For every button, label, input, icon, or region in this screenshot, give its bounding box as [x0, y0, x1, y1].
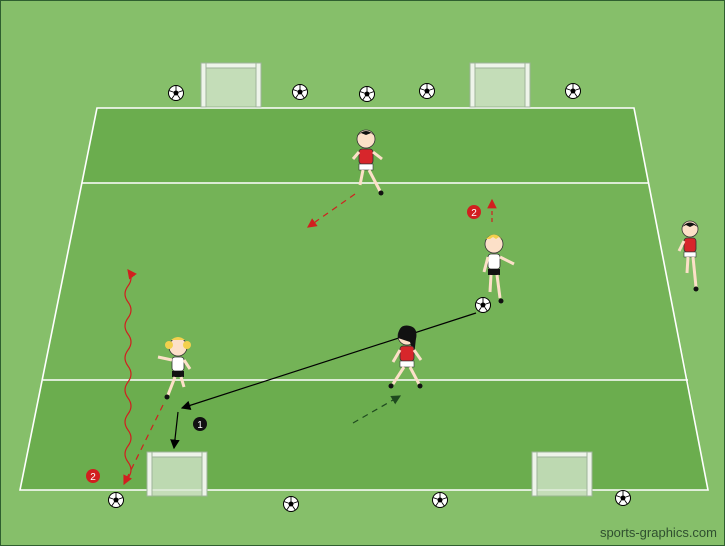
soccer-ball-icon: [360, 87, 375, 102]
step-marker-label: 2: [471, 208, 477, 219]
step-marker-label: 2: [90, 472, 96, 483]
step-marker-2-bottom: 2: [86, 469, 100, 483]
soccer-ball-icon: [109, 493, 124, 508]
soccer-ball-icon: [476, 298, 491, 313]
step-marker-label: 1: [197, 420, 203, 431]
mini-goal-icon: [201, 63, 261, 107]
field-bottom-band: [20, 380, 708, 490]
field-middle-band: [43, 183, 688, 380]
mini-goal-icon: [147, 452, 207, 496]
soccer-ball-icon: [420, 84, 435, 99]
soccer-ball-icon: [169, 86, 184, 101]
step-marker-2-top: 2: [467, 205, 481, 219]
mini-goal-icon: [470, 63, 530, 107]
step-marker-1: 1: [193, 417, 207, 431]
soccer-ball-icon: [566, 84, 581, 99]
soccer-ball-icon: [433, 493, 448, 508]
mini-goal-icon: [532, 452, 592, 496]
soccer-ball-icon: [616, 491, 631, 506]
soccer-ball-icon: [293, 85, 308, 100]
watermark-text: sports-graphics.com: [600, 525, 717, 540]
soccer-ball-icon: [284, 497, 299, 512]
